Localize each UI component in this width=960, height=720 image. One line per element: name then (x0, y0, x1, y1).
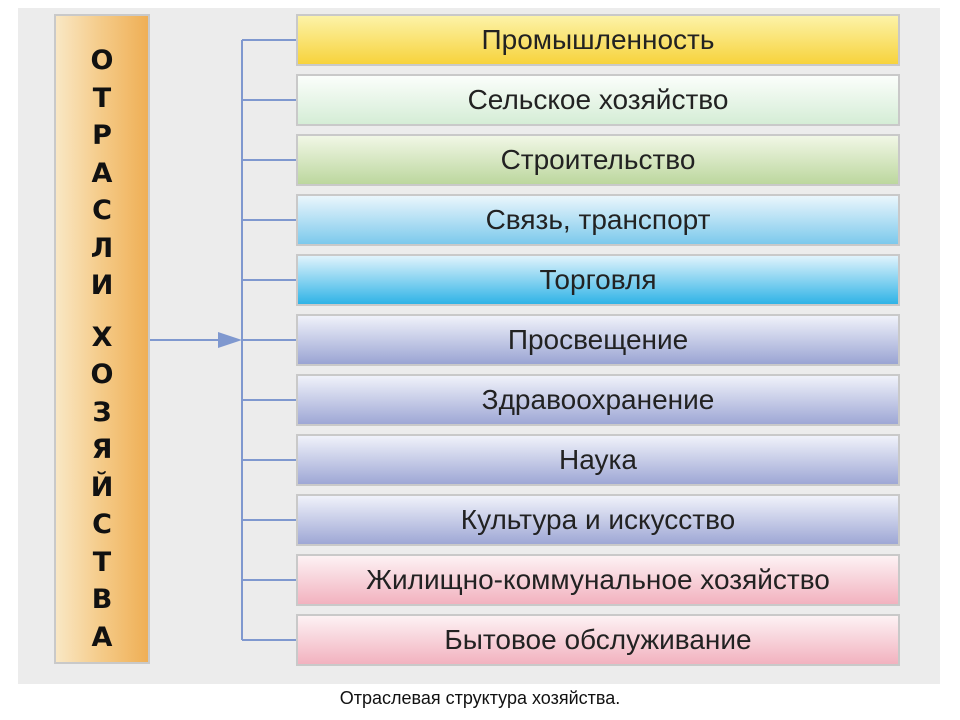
root-label-letter: А (91, 157, 113, 189)
arrowhead (218, 332, 242, 348)
root-label-letter: Л (90, 232, 114, 264)
root-label-letter: О (90, 45, 114, 76)
root-label-letter: Т (92, 546, 112, 578)
root-label-letter: И (90, 270, 114, 301)
root-label-letter: А (91, 621, 113, 653)
root-label-letter: О (90, 359, 114, 390)
figure-caption: Отраслевая структура хозяйства. (339, 688, 621, 708)
branch-box: Наука (296, 434, 900, 486)
root-label-letter: Х (91, 321, 113, 353)
branch-box: Промышленность (296, 14, 900, 66)
branch-box: Связь, транспорт (296, 194, 900, 246)
branch-box: Здравоохранение (296, 374, 900, 426)
branch-box: Сельское хозяйство (296, 74, 900, 126)
root-label-letter: Р (92, 120, 112, 151)
branch-box: Бытовое обслуживание (296, 614, 900, 666)
root-label-letter: Й (90, 471, 114, 503)
branch-box: Просвещение (296, 314, 900, 366)
root-label-letter: С (92, 195, 112, 226)
branch-box: Жилищно-коммунальное хозяйство (296, 554, 900, 606)
root-label-letter: В (91, 584, 113, 615)
branch-box: Строительство (296, 134, 900, 186)
root-label-letter: С (92, 509, 112, 540)
branch-box: Культура и искусство (296, 494, 900, 546)
branch-box: Торговля (296, 254, 900, 306)
root-label-letter: Я (91, 434, 113, 465)
root-label-letter: З (92, 396, 112, 428)
root-label-letter: Т (92, 82, 112, 114)
